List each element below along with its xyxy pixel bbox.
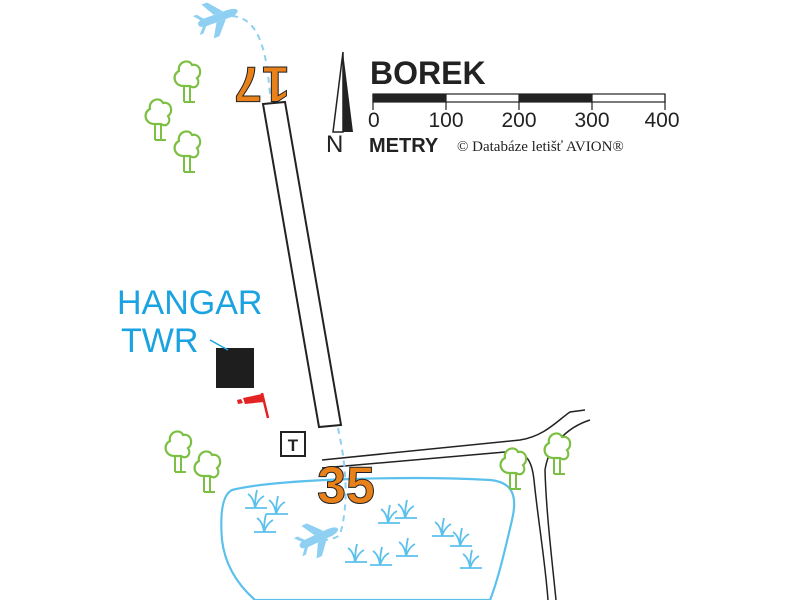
landing-t-label: T [288,436,299,455]
scale-unit: METRY [369,135,439,157]
scale-tick-100: 100 [428,109,463,132]
runway [261,100,343,429]
airplane-icon [190,0,244,43]
copyright-notice: © Databáze letišť AVION® [457,139,624,155]
tower-label: TWR [121,322,198,360]
water-area [220,477,516,600]
scale-tick-200: 200 [501,109,536,132]
north-label: N [326,131,343,158]
scale-bar [372,93,666,110]
scale-tick-0: 0 [368,109,380,132]
north-arrow-icon [332,51,353,133]
runway-designator-17: 17 [234,56,290,112]
runway-designator-35: 35 [317,457,375,515]
scale-tick-300: 300 [574,109,609,132]
hangar-leader-line [209,339,229,351]
scale-tick-400: 400 [644,109,679,132]
hangar-building [216,348,254,388]
airfield-name: BOREK [370,55,486,91]
windsock-icon [237,392,270,419]
hangar-label: HANGAR [117,284,262,322]
landing-t-box [280,431,306,457]
